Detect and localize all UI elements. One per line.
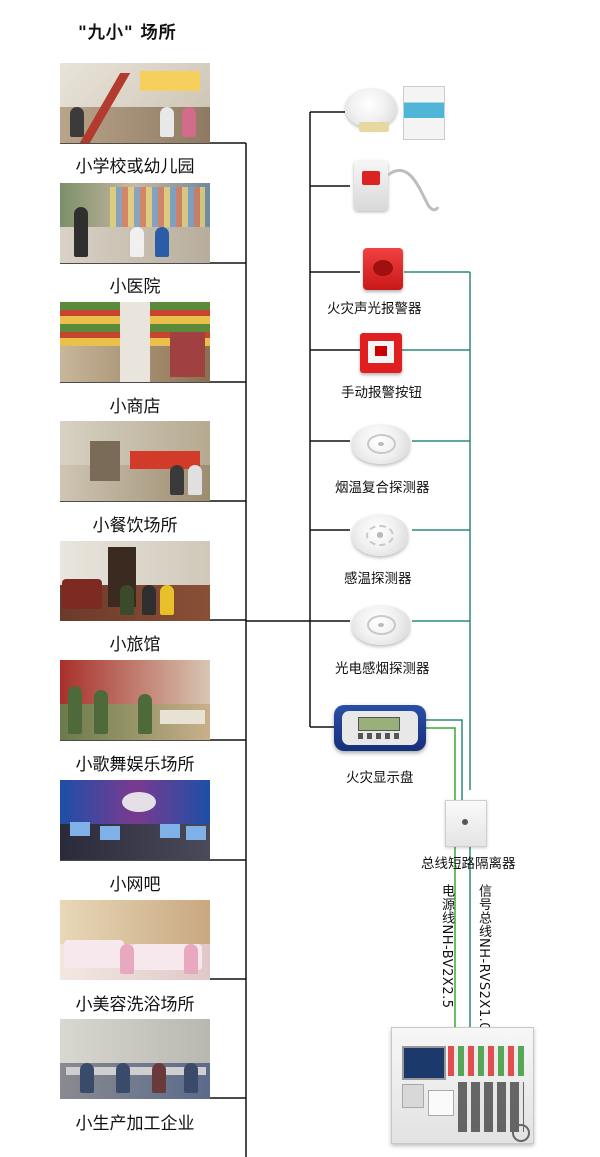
device-connectors xyxy=(246,111,360,728)
sound-light-alarm-icon xyxy=(363,248,403,290)
manual-alarm-button-icon xyxy=(360,333,402,373)
venue-label-internet-cafe: 小网吧 xyxy=(109,875,161,895)
venue-label-hotel: 小旅馆 xyxy=(109,635,161,655)
page-title: "九小" 场所 xyxy=(78,23,177,43)
venue-photo-shop xyxy=(60,302,210,382)
device-label-display-panel: 火灾显示盘 xyxy=(346,770,414,786)
bus-isolator-icon xyxy=(445,800,487,847)
device-label-smoke-detector: 光电感烟探测器 xyxy=(335,661,430,677)
venue-label-factory: 小生产加工企业 xyxy=(75,1114,195,1134)
device-label-alarm: 火灾声光报警器 xyxy=(327,301,422,317)
power-line xyxy=(425,727,456,1035)
fire-display-panel-icon xyxy=(334,705,426,751)
signal-bus xyxy=(402,271,471,1035)
venue-label-shop: 小商店 xyxy=(109,397,161,417)
smoke-heat-detector-icon xyxy=(352,424,410,464)
venue-photo-clinic xyxy=(60,183,210,263)
venue-photo-factory xyxy=(60,1019,210,1099)
device-label-isolator: 总线短路隔离器 xyxy=(421,856,516,872)
venue-photo-internet-cafe xyxy=(60,780,210,860)
device-label-smoke-heat-detector: 烟温复合探测器 xyxy=(335,480,430,496)
power-line-label: 电源线NH-BV2X2.5 xyxy=(439,884,454,1009)
device-label-manual-button: 手动报警按钮 xyxy=(341,385,422,401)
venue-label-ktv: 小歌舞娱乐场所 xyxy=(75,755,195,775)
venue-photo-school xyxy=(60,63,210,143)
signal-line-label: 信号总线NH-RVS2X1.0 xyxy=(476,884,491,1032)
venue-label-restaurant: 小餐饮场所 xyxy=(92,516,178,536)
venue-photo-restaurant xyxy=(60,421,210,501)
fire-alarm-control-panel-icon xyxy=(391,1027,534,1144)
heat-detector-icon xyxy=(352,514,408,556)
venue-label-school: 小学校或幼儿园 xyxy=(75,157,195,177)
detector-product-package-icon xyxy=(345,86,445,141)
smoke-detector-icon xyxy=(352,605,410,645)
venue-photo-beauty-salon xyxy=(60,900,210,980)
venue-label-clinic: 小医院 xyxy=(109,277,161,297)
venue-photo-hotel xyxy=(60,541,210,621)
device-label-heat-detector: 感温探测器 xyxy=(344,571,412,587)
wired-detector-icon xyxy=(350,155,440,215)
venue-label-beauty-salon: 小美容洗浴场所 xyxy=(75,995,195,1015)
venue-photo-ktv xyxy=(60,660,210,740)
